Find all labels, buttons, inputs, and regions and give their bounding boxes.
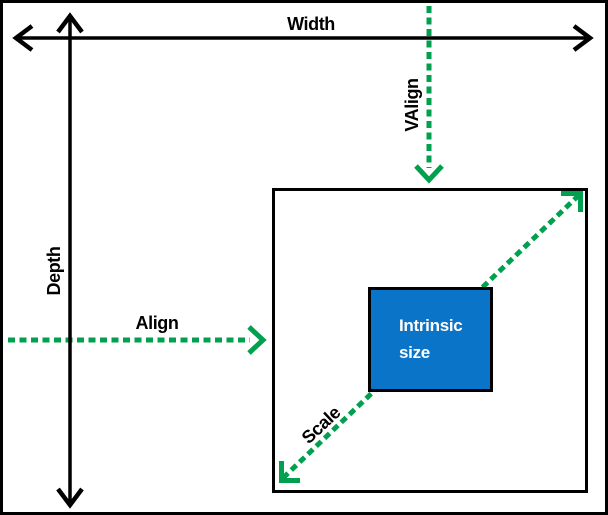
inner-viewport-frame [272, 188, 588, 493]
align-label: Align [135, 313, 179, 333]
align-arrowhead [247, 325, 267, 355]
depth-arrowhead-top [56, 12, 84, 34]
width-label: Width [287, 14, 335, 34]
intrinsic-size-label: Intrinsic size [399, 316, 463, 362]
valign-arrowhead [414, 164, 444, 184]
valign-arrow [414, 6, 444, 184]
depth-label: Depth [44, 246, 64, 296]
depth-arrow [56, 12, 84, 509]
width-arrow [12, 24, 594, 52]
align-arrow [8, 325, 267, 355]
depth-arrowhead-bottom [56, 487, 84, 509]
scale-arrow [279, 191, 583, 483]
valign-label: VAlign [402, 78, 422, 132]
width-arrowhead-right [572, 24, 594, 52]
scale-arrowhead-top-right [561, 191, 583, 212]
width-arrowhead-left [12, 24, 34, 52]
intrinsic-size-box: Intrinsic size [368, 287, 493, 392]
scale-arrowhead-bottom-left [279, 461, 300, 483]
